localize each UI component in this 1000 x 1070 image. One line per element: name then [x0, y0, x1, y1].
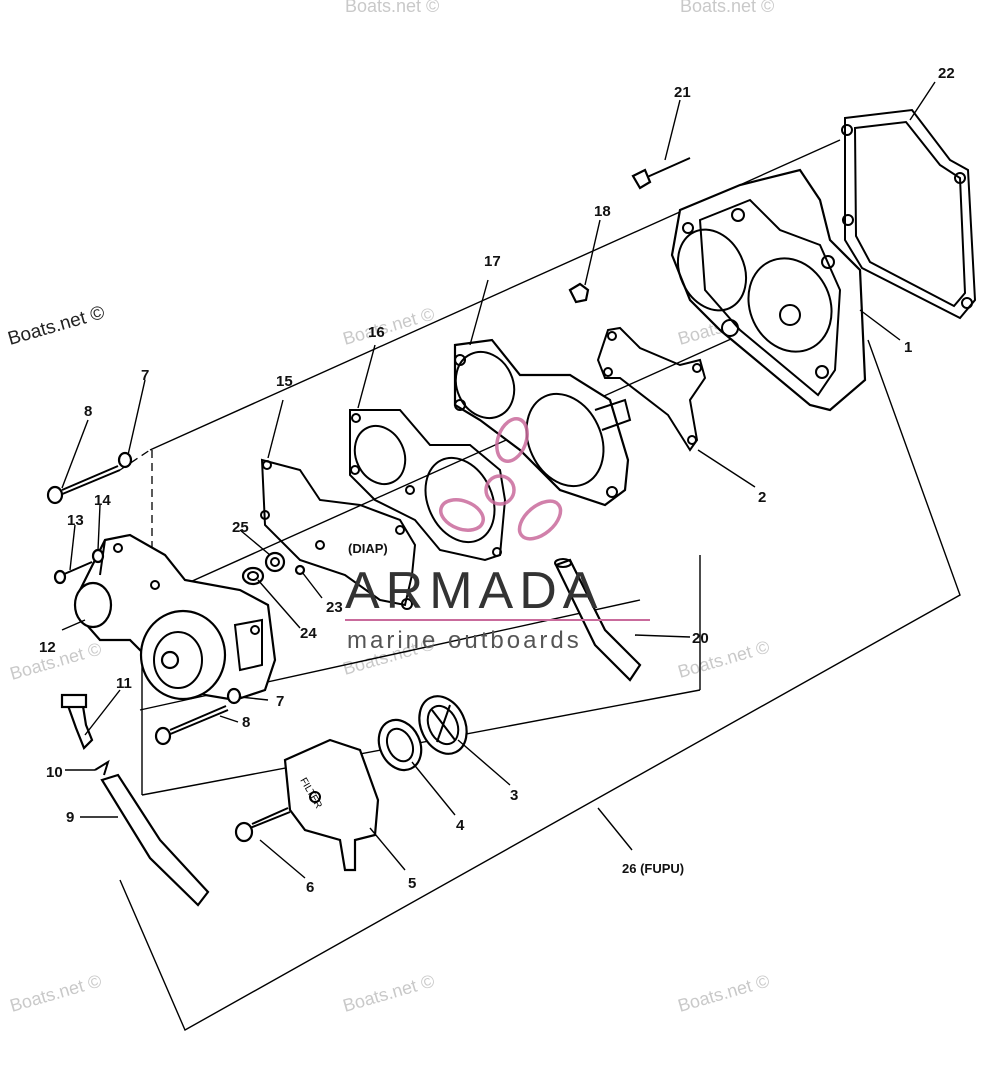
watermark: Boats.net ©	[676, 971, 772, 1016]
callout-8-upper: 8	[84, 403, 92, 420]
callout-3: 3	[510, 787, 518, 804]
part-9-hose	[100, 773, 210, 907]
part-24-valve	[264, 551, 286, 573]
callout-18: 18	[594, 203, 611, 220]
callout-23: 24	[300, 625, 317, 642]
callout-22: 22	[938, 65, 955, 82]
callout-24: 25	[232, 519, 249, 536]
part-18-nut	[568, 282, 590, 304]
callout-2: 2	[758, 489, 766, 506]
callout-8-lower: 8	[242, 714, 250, 731]
callout-13: 13	[67, 512, 84, 529]
watermark: Boats.net ©	[8, 971, 104, 1016]
part-4-gasket	[377, 718, 423, 772]
callout-15: 15	[276, 373, 293, 390]
watermark: Boats.net ©	[345, 0, 439, 16]
callout-14: 14	[94, 492, 111, 509]
armada-logo: ARMADA marine outboards	[345, 417, 650, 654]
brand-tagline: marine outboards	[347, 627, 582, 654]
callout-25: 23	[326, 599, 343, 616]
callout-7-upper: 7	[141, 367, 149, 384]
watermark: Boats.net ©	[680, 0, 774, 16]
watermark: Boats.net ©	[341, 971, 437, 1016]
callouts: 22 21 18 17 16 15 1 2 20 7 8 14 13 12 11…	[39, 65, 955, 896]
callout-10: 10	[46, 764, 63, 781]
watermark: Boats.net ©	[676, 637, 772, 682]
part-15-diaphragm: (DIAP)	[260, 458, 417, 607]
part-17-pump-body	[453, 338, 632, 507]
part-12-housing	[73, 533, 277, 702]
part-6-screw	[234, 807, 291, 843]
diaphragm-label: (DIAP)	[348, 541, 388, 556]
watermark: Boats.net ©	[6, 302, 107, 350]
part-8-screw-lower	[154, 705, 229, 746]
part-7-washer-upper	[117, 451, 133, 469]
callout-5: 5	[408, 875, 416, 892]
part-13-screw	[53, 561, 93, 585]
callout-11: 11	[116, 675, 132, 692]
part-1-pump-cover	[670, 168, 867, 412]
part-2-gasket	[596, 326, 707, 452]
callout-20: 20	[692, 630, 709, 647]
leader-lines	[61, 81, 936, 879]
callout-26-fupu: 26 (FUPU)	[622, 861, 684, 876]
callout-6: 6	[306, 879, 314, 896]
callout-12: 12	[39, 639, 56, 656]
part-8-screw-upper	[46, 465, 121, 505]
part-21-screw	[631, 157, 691, 190]
part-14-washer	[91, 548, 105, 564]
callout-17: 17	[484, 253, 501, 270]
callout-1: 1	[904, 339, 912, 356]
part-11-fitting	[60, 693, 94, 750]
callout-9: 9	[66, 809, 74, 826]
callout-4: 4	[456, 817, 465, 834]
part-5-filter-cap: FILTER	[283, 738, 380, 872]
part-10-clamp	[94, 759, 110, 776]
callout-16: 16	[368, 324, 385, 341]
brand-name: ARMADA	[345, 562, 603, 620]
callout-21: 21	[674, 84, 691, 101]
part-7-washer-lower	[226, 687, 242, 705]
part-3-screen	[418, 695, 468, 755]
part-16-gasket	[349, 409, 507, 610]
part-22-gasket	[841, 108, 977, 320]
callout-7-lower: 7	[276, 693, 284, 710]
